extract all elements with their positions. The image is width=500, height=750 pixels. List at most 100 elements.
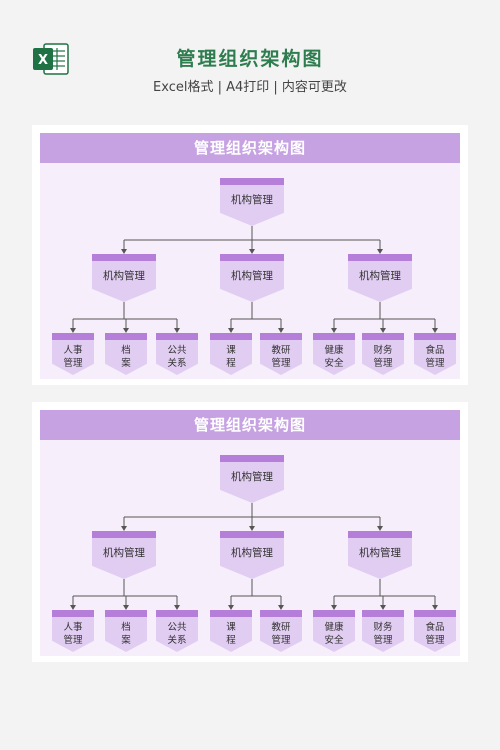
node-label: 人事管理 bbox=[52, 621, 94, 647]
arrowhead-icon bbox=[380, 328, 386, 333]
arrowhead-icon bbox=[70, 328, 76, 333]
node-cap bbox=[313, 610, 355, 617]
org-node-level3: 教研管理 bbox=[260, 610, 302, 652]
node-label: 人事管理 bbox=[52, 344, 94, 370]
node-label-line: 健康 bbox=[324, 345, 344, 356]
node-label-line: 管理 bbox=[63, 635, 83, 646]
node-label-line: 公共 bbox=[167, 345, 187, 356]
page-title: 管理组织架构图 bbox=[176, 48, 324, 70]
org-node-level3: 课程 bbox=[210, 333, 252, 375]
node-label-line: 教研 bbox=[271, 345, 291, 356]
node-label-line: 财务 bbox=[373, 622, 393, 633]
node-label: 教研管理 bbox=[260, 344, 302, 370]
node-cap bbox=[313, 333, 355, 340]
node-label-line: 食品 bbox=[425, 622, 445, 633]
org-node-level3: 人事管理 bbox=[52, 333, 94, 375]
connector-lines bbox=[70, 226, 438, 333]
node-label-line: 课 bbox=[226, 622, 236, 633]
node-label-line: 人事 bbox=[63, 345, 83, 356]
org-node-level3: 档案 bbox=[105, 610, 147, 652]
org-node-level3: 课程 bbox=[210, 610, 252, 652]
page-subtitle: Excel格式 | A4打印 | 内容可更改 bbox=[153, 80, 347, 95]
node-label-line: 程 bbox=[226, 358, 236, 369]
node-label-line: 课 bbox=[226, 345, 236, 356]
chart-banner: 管理组织架构图 bbox=[40, 133, 460, 163]
node-label-line: 档 bbox=[121, 622, 131, 633]
org-node-root: 机构管理 bbox=[220, 178, 284, 226]
arrowhead-icon bbox=[249, 526, 255, 531]
svg-text:X: X bbox=[38, 53, 48, 68]
node-cap bbox=[362, 333, 404, 340]
node-label: 课程 bbox=[210, 344, 252, 370]
org-node-level3: 财务管理 bbox=[362, 610, 404, 652]
node-label: 课程 bbox=[210, 621, 252, 647]
arrowhead-icon bbox=[249, 249, 255, 254]
node-label-line: 健康 bbox=[324, 622, 344, 633]
arrowhead-icon bbox=[432, 328, 438, 333]
node-cap bbox=[92, 531, 156, 538]
node-cap bbox=[210, 610, 252, 617]
node-cap bbox=[220, 254, 284, 261]
node-label: 机构管理 bbox=[231, 194, 273, 206]
node-label-line: 关系 bbox=[167, 635, 187, 646]
node-cap bbox=[260, 333, 302, 340]
arrowhead-icon bbox=[377, 249, 383, 254]
arrowhead-icon bbox=[70, 605, 76, 610]
node-label: 机构管理 bbox=[359, 270, 401, 282]
arrowhead-icon bbox=[123, 328, 129, 333]
node-cap bbox=[52, 610, 94, 617]
org-node-level3: 健康安全 bbox=[313, 610, 355, 652]
arrowhead-icon bbox=[380, 605, 386, 610]
arrowhead-icon bbox=[121, 249, 127, 254]
arrowhead-icon bbox=[331, 328, 337, 333]
node-cap bbox=[348, 531, 412, 538]
node-cap bbox=[156, 333, 198, 340]
node-label-line: 管理 bbox=[425, 358, 445, 369]
arrowhead-icon bbox=[121, 526, 127, 531]
node-label-line: 公共 bbox=[167, 622, 187, 633]
node-label-line: 管理 bbox=[271, 358, 291, 369]
node-label: 机构管理 bbox=[231, 547, 273, 559]
org-node-level3: 公共关系 bbox=[156, 333, 198, 375]
node-label: 机构管理 bbox=[103, 547, 145, 559]
node-label-line: 案 bbox=[121, 635, 131, 646]
header: X 管理组织架构图 Excel格式 | A4打印 | 内容可更改 bbox=[0, 0, 500, 110]
node-cap bbox=[362, 610, 404, 617]
node-label: 档案 bbox=[105, 621, 147, 647]
node-cap bbox=[348, 254, 412, 261]
org-node-level3: 档案 bbox=[105, 333, 147, 375]
org-chart-card: 管理组织架构图 机构管理机构管理机构管理机构管理人事管理档案公共关系课程教研管理… bbox=[32, 402, 468, 662]
org-node-level2: 机构管理 bbox=[220, 254, 284, 302]
org-node-level3: 教研管理 bbox=[260, 333, 302, 375]
org-node-level3: 公共关系 bbox=[156, 610, 198, 652]
arrowhead-icon bbox=[331, 605, 337, 610]
arrowhead-icon bbox=[432, 605, 438, 610]
node-label-line: 教研 bbox=[271, 622, 291, 633]
node-label: 公共关系 bbox=[156, 344, 198, 370]
node-label: 健康安全 bbox=[313, 344, 355, 370]
node-label-line: 关系 bbox=[167, 358, 187, 369]
org-node-level2: 机构管理 bbox=[220, 531, 284, 579]
org-node-level2: 机构管理 bbox=[348, 254, 412, 302]
node-label: 机构管理 bbox=[103, 270, 145, 282]
org-node-level3: 人事管理 bbox=[52, 610, 94, 652]
node-cap bbox=[105, 610, 147, 617]
arrowhead-icon bbox=[228, 605, 234, 610]
node-label-line: 人事 bbox=[63, 622, 83, 633]
node-cap bbox=[414, 333, 456, 340]
node-label: 机构管理 bbox=[231, 270, 273, 282]
arrowhead-icon bbox=[174, 605, 180, 610]
node-label-line: 管理 bbox=[271, 635, 291, 646]
org-chart-panel: 管理组织架构图 机构管理机构管理机构管理机构管理人事管理档案公共关系课程教研管理… bbox=[40, 410, 460, 656]
node-label-line: 管理 bbox=[425, 635, 445, 646]
org-node-level3: 食品管理 bbox=[414, 610, 456, 652]
node-label-line: 程 bbox=[226, 635, 236, 646]
node-cap bbox=[52, 333, 94, 340]
node-label-line: 管理 bbox=[373, 358, 393, 369]
node-label: 教研管理 bbox=[260, 621, 302, 647]
arrowhead-icon bbox=[123, 605, 129, 610]
node-label: 食品管理 bbox=[414, 344, 456, 370]
org-node-level2: 机构管理 bbox=[92, 254, 156, 302]
node-cap bbox=[220, 531, 284, 538]
node-label: 食品管理 bbox=[414, 621, 456, 647]
